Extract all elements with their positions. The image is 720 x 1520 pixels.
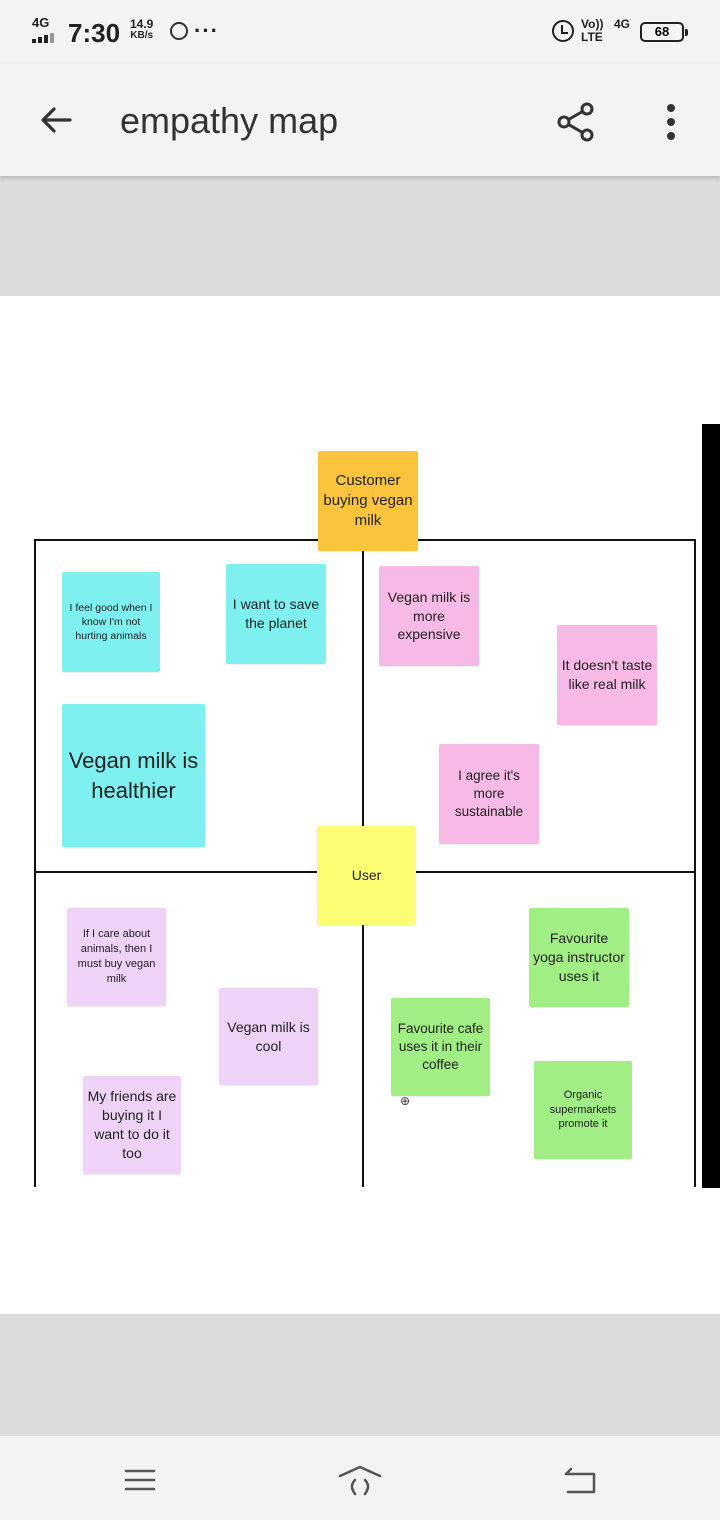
whatsapp-icon xyxy=(170,22,188,40)
more-notifications-icon: ··· xyxy=(194,18,219,43)
empathy-map-image: Customer buying vegan milk I feel good w… xyxy=(0,296,720,1314)
network-speed: 14.9 KB/s xyxy=(130,18,153,42)
note-feel-good: I feel good when I know I'm not hurting … xyxy=(62,572,160,672)
note-care-animals: If I care about animals, then I must buy… xyxy=(67,908,166,1006)
network-type-secondary: 4G xyxy=(614,17,631,31)
network-type: 4G xyxy=(32,15,50,30)
lte-label: LTE xyxy=(581,30,603,44)
note-taste: It doesn't taste like real milk xyxy=(557,625,657,725)
note-sustainable: I agree it's more sustainable xyxy=(439,744,539,844)
speed-unit: KB/s xyxy=(130,30,154,41)
note-healthier: Vegan milk is healthier xyxy=(62,704,205,847)
frame-left xyxy=(34,539,36,1187)
note-expensive: Vegan milk is more expensive xyxy=(379,566,479,666)
alarm-icon xyxy=(552,20,574,42)
navigation-bar xyxy=(0,1436,720,1520)
note-save-planet: I want to save the planet xyxy=(226,564,326,664)
note-user: User xyxy=(317,826,416,925)
frame-right xyxy=(694,539,696,1187)
home-icon[interactable] xyxy=(336,1464,384,1498)
app-bar: empathy map xyxy=(0,64,720,176)
cursor-icon: ⊕ xyxy=(400,1094,411,1108)
menu-icon[interactable] xyxy=(124,1468,156,1492)
status-bar: 4G 7:30 14.9 KB/s ··· Vo)) LTE 4G 68 xyxy=(0,0,720,64)
share-icon[interactable] xyxy=(554,100,598,144)
note-organic: Organic supermarkets promote it xyxy=(534,1061,632,1159)
battery-icon: 68 xyxy=(640,22,688,42)
volte-indicator: Vo)) LTE xyxy=(581,18,603,44)
note-yoga: Favourite yoga instructor uses it xyxy=(529,908,629,1007)
back-arrow-icon[interactable] xyxy=(36,100,76,140)
image-edge xyxy=(702,424,720,1188)
note-friends: My friends are buying it I want to do it… xyxy=(83,1076,181,1174)
note-cool: Vegan milk is cool xyxy=(219,988,318,1085)
note-cafe: Favourite cafe uses it in their coffee xyxy=(391,998,490,1096)
signal-icon xyxy=(32,33,60,43)
more-vertical-icon[interactable] xyxy=(656,100,686,144)
page-title: empathy map xyxy=(120,100,339,141)
back-icon[interactable] xyxy=(560,1464,598,1498)
clock: 7:30 xyxy=(68,18,121,48)
note-customer: Customer buying vegan milk xyxy=(318,451,418,551)
volte-label: Vo)) xyxy=(581,17,604,31)
speed-value: 14.9 xyxy=(130,17,154,31)
